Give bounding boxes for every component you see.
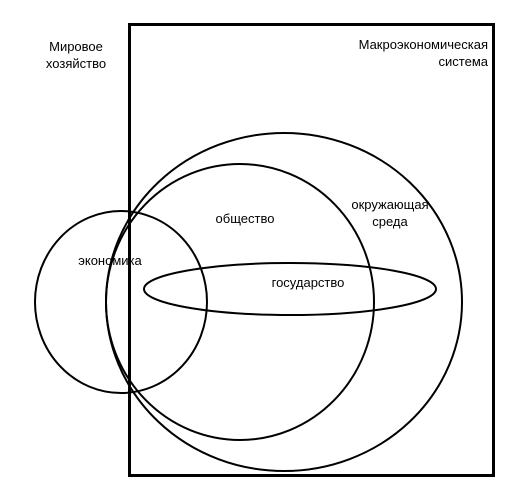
macroeconomic-system-frame [128, 23, 495, 477]
economy-label: экономика [78, 253, 142, 268]
environment-circle [105, 132, 463, 472]
macro-system-label: Макроэкономическая система [340, 36, 488, 70]
environment-label-line-1: окружающая [351, 197, 429, 212]
macro-system-label-line-1: Макроэкономическая [358, 37, 488, 52]
state-label: государство [271, 275, 345, 290]
state-ellipse [143, 262, 437, 316]
macro-system-label-line-2: система [438, 54, 488, 69]
economy-circle [34, 210, 208, 394]
society-label: общество [215, 211, 275, 226]
environment-label: окружающая среда [330, 196, 450, 230]
environment-label-line-2: среда [372, 214, 408, 229]
society-circle [105, 163, 375, 441]
world-economy-label-line-1: Мировое [49, 39, 103, 54]
world-economy-label-line-2: хозяйство [45, 56, 107, 71]
world-economy-label: Мировое хозяйство [36, 38, 116, 72]
